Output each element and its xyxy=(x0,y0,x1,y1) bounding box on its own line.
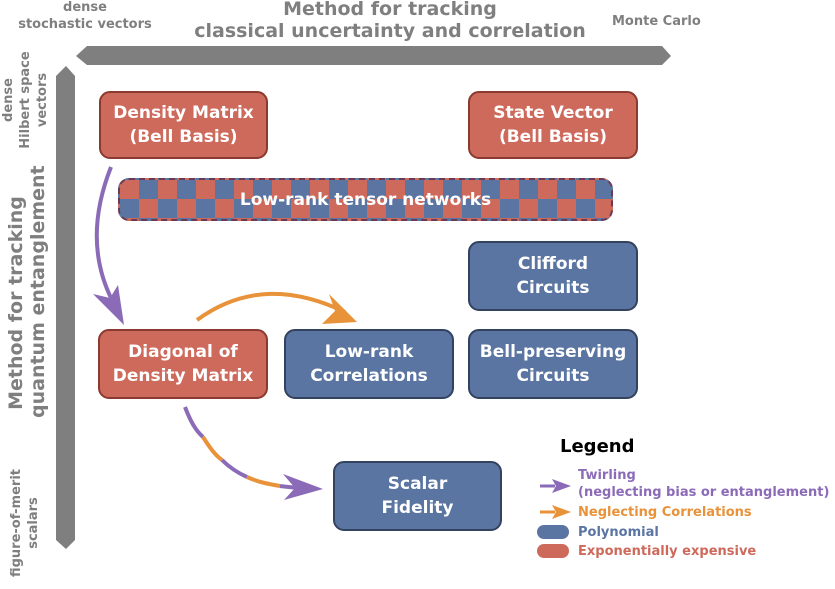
y-axis-top-label: dense Hilbert space vectors xyxy=(0,50,51,150)
y-axis-top-label-line1: dense xyxy=(1,78,16,122)
x-axis-left-label: dense stochastic vectors xyxy=(10,0,160,33)
vertical-axis-arrow xyxy=(56,66,75,549)
y-axis-title-line2: quantum entanglement xyxy=(27,165,49,418)
node-low-rank-tensor-networks: Low-rank tensor networks xyxy=(118,178,613,221)
x-axis-left-label-line1: dense xyxy=(63,0,107,15)
legend-polynomial-swatch xyxy=(537,525,569,539)
legend-title: Legend xyxy=(560,436,635,457)
neglecting-arrowhead xyxy=(322,294,357,324)
legend-neglecting-label: Neglecting Correlations xyxy=(578,505,752,520)
legend-twirling-label-line1: Twirling xyxy=(578,468,636,483)
twirling-arrow-path xyxy=(94,166,114,301)
y-axis-top-label-line2: Hilbert space xyxy=(18,51,33,149)
node-bell-preserving-circuits: Bell-preserving Circuits xyxy=(468,329,638,399)
x-axis-title: Method for tracking classical uncertaint… xyxy=(160,0,620,42)
mixed-arrow-segment-2 xyxy=(201,435,224,462)
node-low-rank-correlations: Low-rank Correlations xyxy=(284,329,454,399)
twirling-arrowhead xyxy=(93,285,124,325)
mixed-arrow-segment-4 xyxy=(246,475,281,488)
y-axis-top-label-line3: vectors xyxy=(35,72,50,128)
legend-twirling-arrowhead xyxy=(552,479,571,493)
legend-neglecting-arrowhead xyxy=(552,505,571,519)
node-clifford-circuits: Clifford Circuits xyxy=(468,241,638,311)
legend-exponential-label: Exponentially expensive xyxy=(578,544,757,559)
mixed-arrowhead xyxy=(283,474,323,500)
y-axis-bottom-label-line2: scalars xyxy=(26,497,41,549)
x-axis-left-label-line2: stochastic vectors xyxy=(18,17,152,32)
node-low-rank-tensor-networks-label: Low-rank tensor networks xyxy=(239,189,492,210)
legend-exponential-swatch xyxy=(537,544,569,558)
x-axis-right-label: Monte Carlo xyxy=(612,14,701,29)
y-axis-title: Method for tracking quantum entanglement xyxy=(5,165,49,418)
x-axis-title-line1: Method for tracking xyxy=(283,0,497,20)
node-scalar-fidelity: Scalar Fidelity xyxy=(333,461,502,531)
y-axis-bottom-label: figure-of-merit scalars xyxy=(8,458,42,588)
node-density-matrix-bell-basis: Density Matrix (Bell Basis) xyxy=(99,91,268,159)
node-state-vector-bell-basis: State Vector (Bell Basis) xyxy=(468,91,638,159)
node-diagonal-of-density-matrix: Diagonal of Density Matrix xyxy=(98,329,268,399)
legend-polynomial-label: Polynomial xyxy=(578,525,659,540)
neglecting-arrow-path xyxy=(195,291,346,322)
legend-twirling: Twirling (neglecting bias or entanglemen… xyxy=(578,467,829,501)
x-axis-title-line2: classical uncertainty and correlation xyxy=(194,20,586,42)
mixed-arrow-segment-3 xyxy=(220,458,248,479)
horizontal-axis-arrow xyxy=(76,46,671,65)
legend-twirling-label-line2: (neglecting bias or entanglement) xyxy=(578,485,830,500)
y-axis-bottom-label-line1: figure-of-merit xyxy=(9,468,24,578)
y-axis-title-line1: Method for tracking xyxy=(5,196,27,410)
mixed-arrow-segment-1 xyxy=(183,406,205,439)
